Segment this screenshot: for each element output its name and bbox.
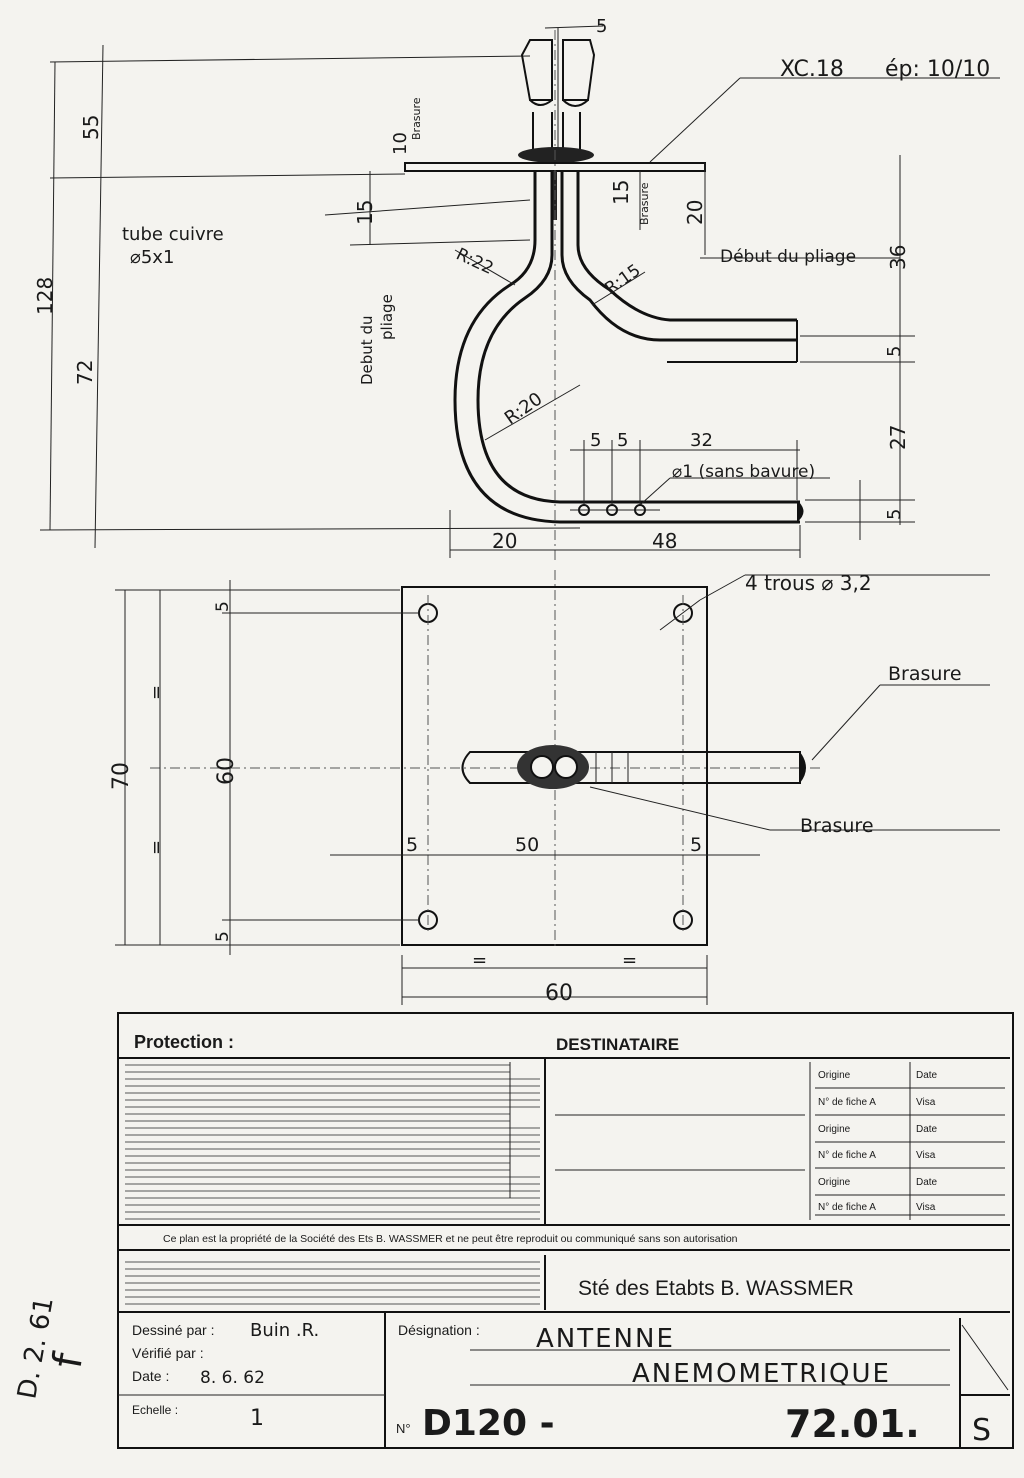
plan-view: 4 trous ⌀ 3,2 Brasure Brasure 70 60 = = …: [109, 570, 1000, 1006]
dim-60-vertical: 60: [214, 757, 239, 785]
visa-label-1: Visa: [916, 1097, 936, 1108]
brasure-small-1: Brasure: [410, 97, 423, 140]
destinataire-label: DESTINATAIRE: [556, 1035, 679, 1054]
reference-value: 72.01.: [785, 1402, 920, 1446]
dim-w48: 48: [652, 529, 677, 553]
date-label-2: Date: [916, 1124, 938, 1135]
radius-20: R:20: [501, 388, 547, 429]
tube-size-label: ⌀5x1: [130, 247, 174, 268]
debut-pliage-right: Début du pliage: [720, 247, 856, 267]
dim-5-bot: 5: [884, 509, 905, 520]
designation-line-2: ANEMOMETRIQUE: [632, 1359, 891, 1389]
dessine-label: Dessiné par :: [132, 1322, 214, 1338]
debut-pliage-left-2: pliage: [378, 294, 396, 340]
debut-pliage-left-1: Debut du: [358, 316, 376, 386]
dim-eq-left: =: [472, 950, 487, 971]
suffix-value: S: [972, 1413, 991, 1448]
date-label-3: Date: [916, 1177, 938, 1188]
dim-32: 32: [690, 430, 713, 451]
brasure-small-2: Brasure: [638, 182, 651, 225]
numero-label: N°: [396, 1421, 411, 1436]
numero-value: D120 -: [422, 1403, 555, 1444]
hole-note: ⌀1 (sans bavure): [672, 462, 815, 482]
dim-15-right: 15: [609, 180, 633, 205]
dim-72: 72: [73, 360, 97, 385]
dim-36: 36: [886, 245, 910, 270]
dim-5b: 5: [617, 430, 628, 451]
dim-eq-bot: =: [146, 840, 167, 855]
date-value: 8. 6. 62: [200, 1368, 265, 1388]
dim-eq-right: =: [622, 950, 637, 971]
dim-5-right: 5: [690, 834, 702, 856]
title-block: Protection : DESTINATAIRE Origine Date N…: [117, 1012, 1014, 1449]
elevation-view: XC.18 ép: 10/10 tube cuivre ⌀5x1 Début d…: [33, 16, 1000, 560]
dim-5-left: 5: [406, 834, 418, 856]
dim-20: 20: [683, 200, 707, 225]
origine-label-3: Origine: [818, 1177, 851, 1188]
dim-5-bottom: 5: [213, 931, 233, 942]
dim-top-gap: 5: [596, 16, 607, 37]
dim-27: 27: [886, 425, 910, 450]
dessine-value: Buin .R.: [250, 1320, 319, 1341]
dim-50: 50: [515, 834, 539, 856]
holes-note: 4 trous ⌀ 3,2: [745, 571, 872, 595]
visa-label-3: Visa: [916, 1202, 936, 1213]
origine-label-1: Origine: [818, 1070, 851, 1081]
dim-eq-top: =: [146, 685, 167, 700]
tube-top-view: [461, 751, 801, 784]
verifie-label: Vérifié par :: [132, 1345, 204, 1361]
dim-60-horizontal: 60: [545, 981, 573, 1006]
brasure-label-1: Brasure: [888, 663, 962, 685]
margin-note-1: D. 2. 61: [12, 1295, 59, 1401]
echelle-label: Echelle :: [132, 1403, 178, 1417]
echelle-value: 1: [250, 1406, 264, 1431]
designation-label: Désignation :: [398, 1322, 480, 1338]
origine-label-2: Origine: [818, 1124, 851, 1135]
margin-note-2: f: [45, 1349, 93, 1372]
property-notice: Ce plan est la propriété de la Société d…: [163, 1233, 738, 1245]
dim-55: 55: [79, 115, 103, 140]
fiche-label-1: N° de fiche A: [818, 1097, 876, 1108]
designation-line-1: ANTENNE: [536, 1324, 675, 1354]
protection-label: Protection :: [134, 1032, 234, 1052]
brasure-label-2: Brasure: [800, 815, 874, 837]
dim-15-left: 15: [353, 200, 377, 225]
dim-128: 128: [33, 277, 57, 315]
thickness-label: ép: 10/10: [885, 57, 990, 82]
date-label: Date :: [132, 1368, 169, 1384]
radius-15: R:15: [601, 261, 644, 300]
dim-10: 10: [390, 132, 411, 155]
material-label: XC.18: [780, 57, 844, 82]
company-name: Sté des Etabts B. WASSMER: [578, 1277, 854, 1300]
dim-5-mid: 5: [884, 346, 905, 357]
dim-5-top: 5: [213, 601, 233, 612]
radius-22: R:22: [453, 244, 496, 278]
dim-w20: 20: [492, 529, 517, 553]
tube-label: tube cuivre: [122, 224, 224, 245]
fiche-label-3: N° de fiche A: [818, 1202, 876, 1213]
protection-hatch: [125, 1062, 540, 1305]
dim-5a: 5: [590, 430, 601, 451]
fiche-label-2: N° de fiche A: [818, 1150, 876, 1161]
date-label-1: Date: [916, 1070, 938, 1081]
dim-70: 70: [109, 762, 134, 790]
visa-label-2: Visa: [916, 1150, 936, 1161]
